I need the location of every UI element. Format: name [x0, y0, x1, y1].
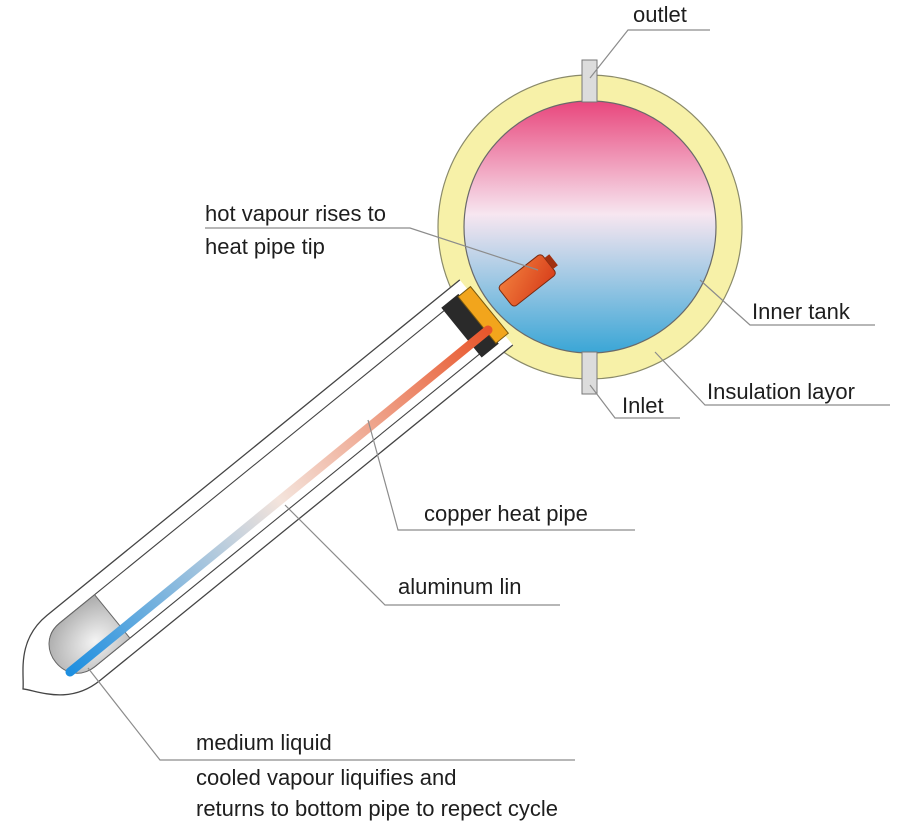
heat-pipe-tip-body	[498, 254, 556, 307]
inner-tank-label: Inner tank	[752, 299, 851, 324]
hot-vapour-label-line2: heat pipe tip	[205, 234, 325, 259]
aluminum-label: aluminum lin	[398, 574, 522, 599]
evacuated-tube	[22, 279, 514, 696]
medium-liquid-label: medium liquid	[196, 730, 332, 755]
outlet-leader	[589, 29, 710, 79]
copper-pipe-leader	[367, 419, 635, 531]
inner-tank	[463, 100, 717, 354]
copper-heat-pipe	[65, 325, 493, 677]
medium-liquid	[48, 593, 131, 674]
inlet-leader	[589, 384, 680, 419]
insulation-leader	[654, 351, 890, 406]
cooled-vapour-label-line1: cooled vapour liquifies and	[196, 765, 457, 790]
hot-vapour-leader	[205, 227, 539, 271]
heat-pipe-tip-cap	[544, 254, 558, 269]
outlet-label: outlet	[633, 2, 687, 27]
seal-block-orange	[457, 285, 510, 344]
heat-pipe-tip	[498, 254, 558, 307]
hot-vapour-label-line1: hot vapour rises to	[205, 201, 386, 226]
cooled-vapour-label-line2: returns to bottom pipe to repect cycle	[196, 796, 558, 821]
inner-tank-leader	[699, 279, 875, 326]
inlet-pipe	[581, 351, 598, 395]
medium-liquid-leader	[87, 667, 575, 761]
insulation-label: Insulation layor	[707, 379, 855, 404]
outlet-pipe	[581, 59, 598, 103]
copper-pipe-label: copper heat pipe	[424, 501, 588, 526]
seal-block-dark	[441, 293, 499, 358]
aluminum-leader	[284, 504, 560, 606]
inlet-label: Inlet	[622, 393, 664, 418]
